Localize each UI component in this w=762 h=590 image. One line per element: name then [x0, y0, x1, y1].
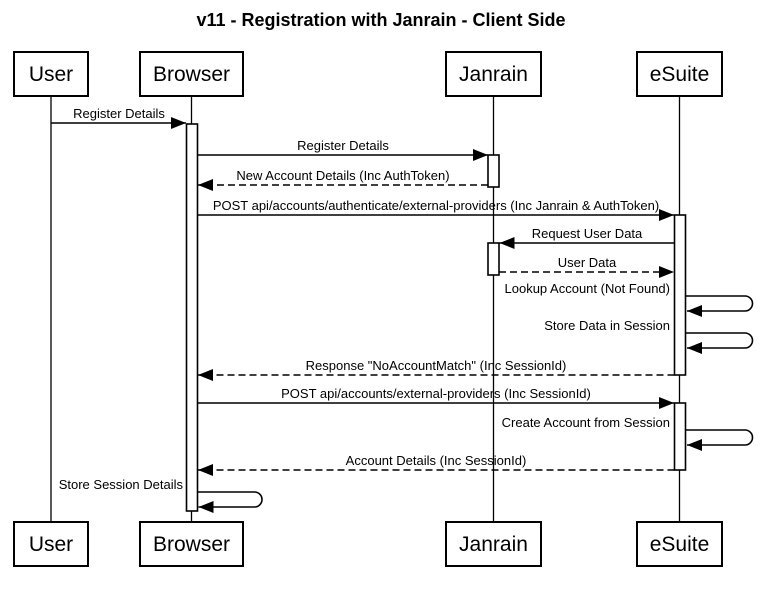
actor-janrain-bottom-box [445, 521, 542, 567]
msg-5-label: Request User Data [532, 226, 643, 241]
self-call-store-data-in-session: Store Data in Session [544, 318, 754, 354]
actor-browser-bottom: Browser [139, 521, 244, 567]
self-call-store-session-details: Store Session Details [59, 477, 263, 513]
diagram-title: v11 - Registration with Janrain - Client… [196, 10, 565, 30]
actor-esuite-bottom-label: eSuite [650, 533, 710, 556]
actor-esuite-top-label: eSuite [650, 63, 710, 86]
msg-9-label: Response "NoAccountMatch" (Inc SessionId… [306, 358, 567, 373]
actor-user-top-label: User [29, 63, 73, 86]
self-call-create-account: Create Account from Session [502, 415, 754, 451]
msg-4-label: POST api/accounts/authenticate/external-… [213, 198, 659, 213]
actor-user-bottom-box [13, 521, 89, 567]
message-response-noaccountmatch: Response "NoAccountMatch" (Inc SessionId… [198, 358, 675, 381]
self-call-create-account-loop [686, 429, 754, 451]
actor-esuite-top-box [636, 51, 723, 97]
activation-bar-janrain-2 [487, 242, 500, 276]
self-call-lookup-account: Lookup Account (Not Found) [505, 281, 754, 317]
message-post-authenticate-external-providers: POST api/accounts/authenticate/external-… [197, 198, 674, 221]
msg-3-label: New Account Details (Inc AuthToken) [236, 168, 449, 183]
actor-browser-top-box [139, 51, 244, 97]
actor-janrain-bottom: Janrain [445, 521, 542, 567]
activation-bar-esuite-2 [673, 402, 687, 471]
message-post-external-providers: POST api/accounts/external-providers (In… [197, 386, 674, 409]
self-call-lookup-account-loop [686, 295, 754, 317]
actor-janrain-top: Janrain [445, 51, 542, 97]
actor-janrain-top-box [445, 51, 542, 97]
activation-bar-janrain-1 [487, 154, 500, 188]
message-register-details-user-browser: Register Details [51, 106, 186, 129]
actor-browser-top: Browser [139, 51, 244, 97]
message-new-account-details: New Account Details (Inc AuthToken) [198, 168, 488, 191]
actor-janrain-top-label: Janrain [459, 63, 528, 86]
self-call-lookup-account-label: Lookup Account (Not Found) [505, 281, 671, 296]
actor-esuite-bottom-box [636, 521, 723, 567]
activation-bar-esuite-1 [673, 214, 687, 376]
actor-janrain-bottom-label: Janrain [459, 533, 528, 556]
actor-user-top-box [13, 51, 89, 97]
message-account-details: Account Details (Inc SessionId) [198, 453, 675, 476]
message-request-user-data: Request User Data [499, 226, 675, 249]
message-register-details-browser-janrain: Register Details [197, 138, 488, 161]
actor-browser-top-label: Browser [153, 63, 230, 86]
actor-browser-bottom-box [139, 521, 244, 567]
msg-1-label: Register Details [73, 106, 165, 121]
self-call-create-account-label: Create Account from Session [502, 415, 670, 430]
actor-esuite-top: eSuite [636, 51, 723, 97]
actor-user-top: User [13, 51, 89, 97]
self-call-store-data-loop [686, 332, 754, 354]
self-call-store-session-label: Store Session Details [59, 477, 184, 492]
msg-6-label: User Data [558, 255, 617, 270]
message-user-data: User Data [499, 255, 674, 278]
actor-user-bottom: User [13, 521, 89, 567]
msg-10-label: POST api/accounts/external-providers (In… [281, 386, 591, 401]
self-call-store-data-label: Store Data in Session [544, 318, 670, 333]
msg-12-label: Account Details (Inc SessionId) [346, 453, 527, 468]
self-call-store-session-loop [197, 491, 263, 513]
activation-bar-browser [185, 123, 199, 512]
msg-2-label: Register Details [297, 138, 389, 153]
actor-browser-bottom-label: Browser [153, 533, 230, 556]
actor-user-bottom-label: User [29, 533, 73, 556]
actor-esuite-bottom: eSuite [636, 521, 723, 567]
